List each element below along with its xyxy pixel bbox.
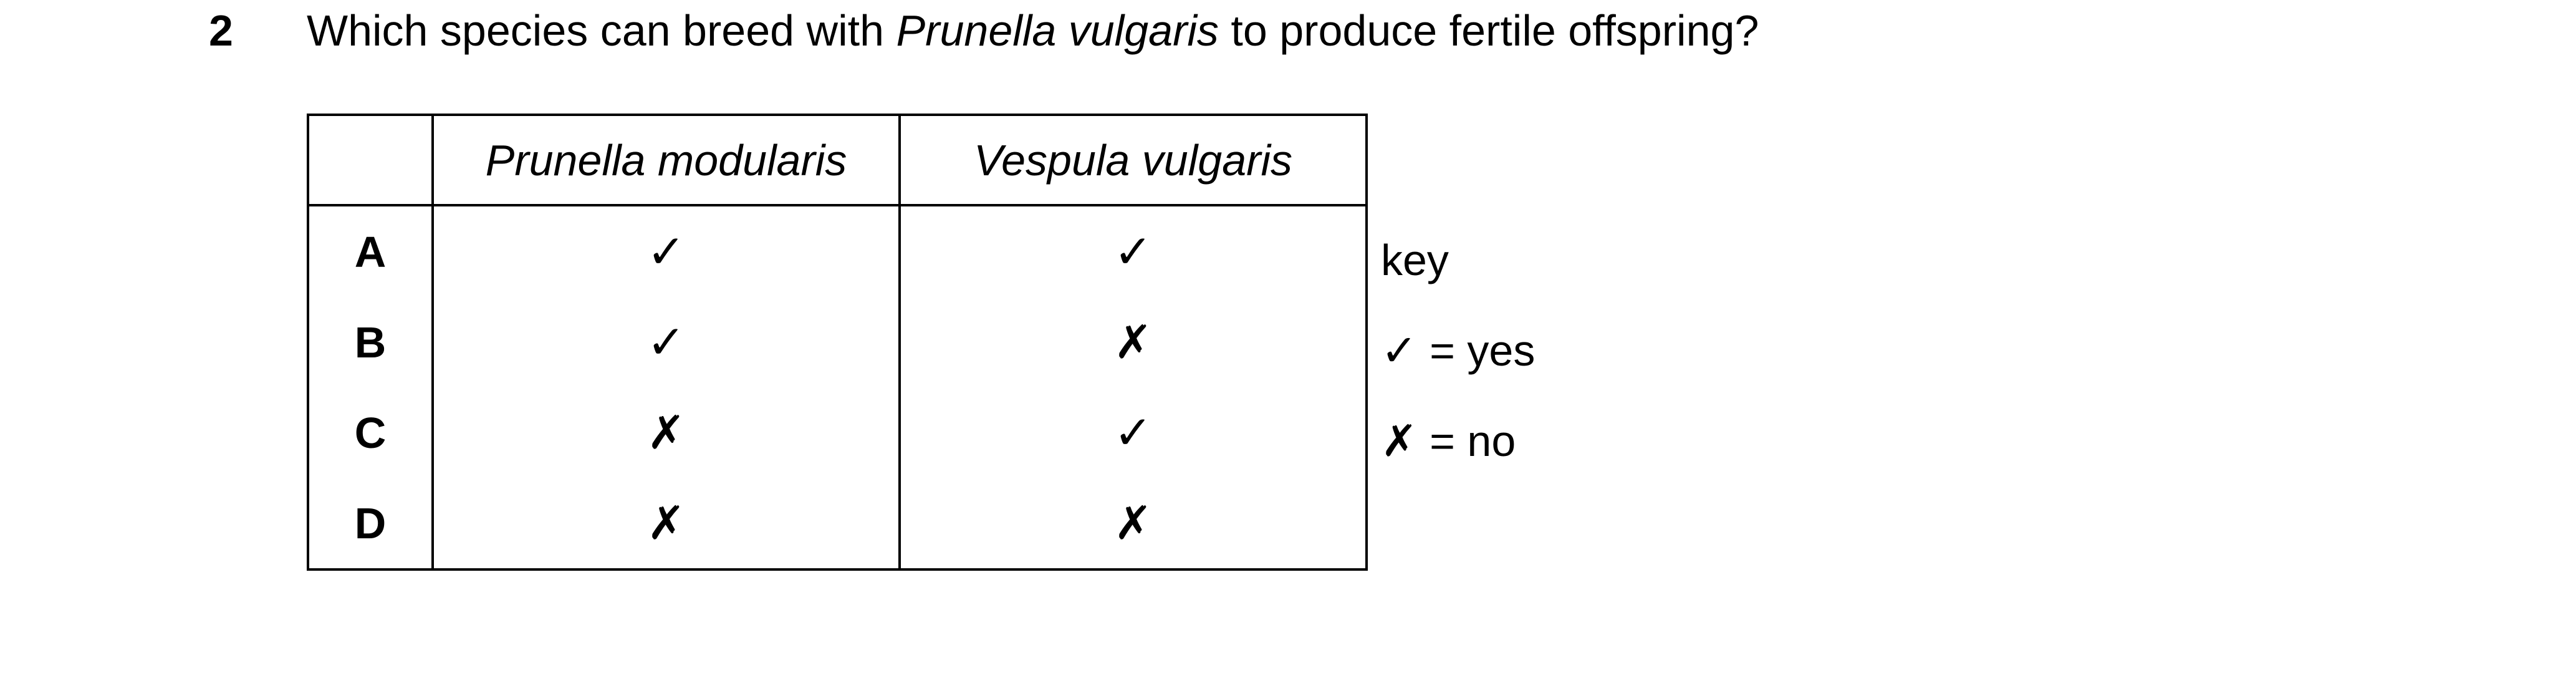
check-mark-icon: ✓ xyxy=(646,315,686,369)
answer-mark-cell: ✗ xyxy=(898,478,1368,571)
option-letter-a[interactable]: A xyxy=(307,205,434,297)
option-letter-b[interactable]: B xyxy=(307,297,434,387)
option-letter-d[interactable]: D xyxy=(307,478,434,571)
table-header-row: Prunella modularis Vespula vulgaris xyxy=(307,114,1368,206)
key-no-entry: ✗ = no xyxy=(1381,413,1516,469)
table-row: A ✓ ✓ xyxy=(307,205,1368,297)
key-title: key xyxy=(1381,236,1449,284)
question-text-before: Which species can breed with xyxy=(307,6,896,55)
key-yes-entry: ✓ = yes xyxy=(1381,322,1535,379)
table-row: B ✓ ✗ xyxy=(307,297,1368,387)
option-letter-c[interactable]: C xyxy=(307,387,434,478)
question-text: Which species can breed with Prunella vu… xyxy=(307,2,1759,59)
column-header-vespula-vulgaris: Vespula vulgaris xyxy=(898,114,1368,206)
cross-mark-icon: ✗ xyxy=(1113,496,1153,550)
check-mark-icon: ✓ xyxy=(1113,405,1153,460)
answer-mark-cell: ✗ xyxy=(431,387,901,478)
question-species-name: Prunella vulgaris xyxy=(896,6,1219,55)
key-yes-label: = yes xyxy=(1417,326,1536,375)
check-mark-icon: ✓ xyxy=(1381,325,1418,376)
cross-mark-icon: ✗ xyxy=(646,405,686,460)
check-mark-icon: ✓ xyxy=(1113,225,1153,279)
question-number: 2 xyxy=(209,6,233,55)
cross-mark-icon: ✗ xyxy=(1113,315,1153,369)
options-table: Prunella modularis Vespula vulgaris A ✓ … xyxy=(307,114,1368,571)
answer-mark-cell: ✗ xyxy=(431,478,901,571)
cross-mark-icon: ✗ xyxy=(646,496,686,550)
answer-mark-cell: ✓ xyxy=(898,205,1368,297)
table-corner-cell xyxy=(307,114,434,206)
question-text-after: to produce fertile offspring? xyxy=(1218,6,1759,55)
answer-mark-cell: ✓ xyxy=(431,205,901,297)
cross-mark-icon: ✗ xyxy=(1381,415,1418,467)
answer-mark-cell: ✗ xyxy=(898,297,1368,387)
answer-mark-cell: ✓ xyxy=(431,297,901,387)
column-header-prunella-modularis: Prunella modularis xyxy=(431,114,901,206)
table-row: C ✗ ✓ xyxy=(307,387,1368,478)
check-mark-icon: ✓ xyxy=(646,225,686,279)
table-row: D ✗ ✗ xyxy=(307,478,1368,571)
key-no-label: = no xyxy=(1417,417,1516,465)
answer-mark-cell: ✓ xyxy=(898,387,1368,478)
